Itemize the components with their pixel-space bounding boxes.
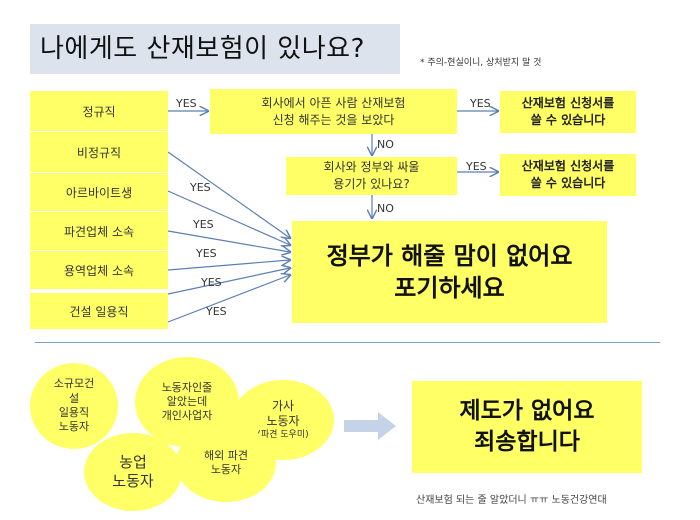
oval2-line1: 노동자인줄 xyxy=(161,380,213,394)
warning-note: * 주의-현실이니, 상처받지 말 것 xyxy=(420,58,542,68)
result1-line1: 산재보험 신청서를 xyxy=(521,96,615,111)
label-yes-service: YES xyxy=(196,247,217,260)
oval1-line3: 일용직 xyxy=(58,406,90,419)
result-can-apply-1: 산재보험 신청서를 쓸 수 있습니다 xyxy=(500,91,636,133)
big-result-line2: 포기하세요 xyxy=(394,274,505,302)
label-yes-result1: YES xyxy=(470,97,491,110)
box-construction-day-laborer: 건설 일용직 xyxy=(30,293,168,329)
oval5-line1: 해외 파견 xyxy=(204,448,248,462)
q2-line2: 용기가 있나요? xyxy=(333,177,410,191)
page-title: 나에게도 산재보험이 있나요? xyxy=(30,24,400,74)
oval1-line4: 노동자 xyxy=(58,420,90,434)
oval3-line3: (파견 도우미) xyxy=(257,429,309,440)
box-dispatch-worker: 파견업체 소속 xyxy=(30,212,168,250)
oval-farm-worker: 농업 노동자 xyxy=(84,433,182,511)
oval1-line1: 소규모건 xyxy=(53,377,95,391)
label-yes-result2: YES xyxy=(466,160,487,173)
label-no-q1: NO xyxy=(377,138,394,151)
oval3-line1: 가사 xyxy=(271,398,295,413)
q2-line1: 회사와 정부와 싸울 xyxy=(323,160,420,175)
box-service-contract-worker: 용역업체 소속 xyxy=(30,251,168,289)
oval3-line2: 노동자 xyxy=(266,414,300,429)
oval1-line2: 설 xyxy=(68,391,80,405)
right-arrow-icon xyxy=(344,412,396,440)
q1-line2: 신청 해주는 것을 보았다 xyxy=(272,112,395,127)
footer-credit: 산재보험 되는 줄 알았더니 ㅠㅠ 노동건강연대 xyxy=(416,495,607,506)
label-yes-extra: YES xyxy=(206,305,227,318)
oval-small-construction-day-laborer: 소규모건 설 일용직 노동자 xyxy=(30,363,118,449)
question-company-applies: 회사에서 아픈 사람 산재보험 신청 해주는 것을 보았다 xyxy=(210,89,457,134)
label-yes-construction: YES xyxy=(201,276,222,289)
bottom-result-line1: 제도가 없어요 xyxy=(459,397,595,424)
result2-line1: 산재보험 신청서를 xyxy=(521,159,615,174)
label-yes-q1: YES xyxy=(176,97,197,110)
box-regular-worker: 정규직 xyxy=(30,91,168,131)
q1-line1: 회사에서 아픈 사람 산재보험 xyxy=(261,95,406,110)
result2-line2: 쓸 수 있습니다 xyxy=(530,176,606,190)
oval2-line3: 개인사업자 xyxy=(161,409,213,423)
box-part-timer: 아르바이트생 xyxy=(30,173,168,211)
result-no-system: 제도가 없어요 죄송합니다 xyxy=(412,381,642,473)
result1-line2: 쓸 수 있습니다 xyxy=(530,113,606,127)
result-give-up: 정부가 해줄 맘이 없어요 포기하세요 xyxy=(292,221,607,323)
oval4-line2: 노동자 xyxy=(112,472,154,490)
label-yes-dispatch: YES xyxy=(193,218,214,231)
big-result-line1: 정부가 해줄 맘이 없어요 xyxy=(326,241,573,270)
label-no-q2: NO xyxy=(377,202,394,215)
result-can-apply-2: 산재보험 신청서를 쓸 수 있습니다 xyxy=(500,154,636,196)
label-yes-part-timer: YES xyxy=(190,181,211,194)
box-nonregular-worker: 비정규직 xyxy=(30,132,168,172)
oval5-line2: 노동자 xyxy=(210,463,242,476)
oval4-line1: 농업 xyxy=(119,452,147,471)
oval2-line2: 알았는데 xyxy=(166,394,208,408)
oval-overseas-dispatch: 해외 파견 노동자 xyxy=(176,424,276,502)
section-divider xyxy=(35,342,660,343)
question-courage-to-fight: 회사와 정부와 싸울 용기가 있나요? xyxy=(286,157,457,195)
bottom-result-line2: 죄송합니다 xyxy=(474,429,580,455)
